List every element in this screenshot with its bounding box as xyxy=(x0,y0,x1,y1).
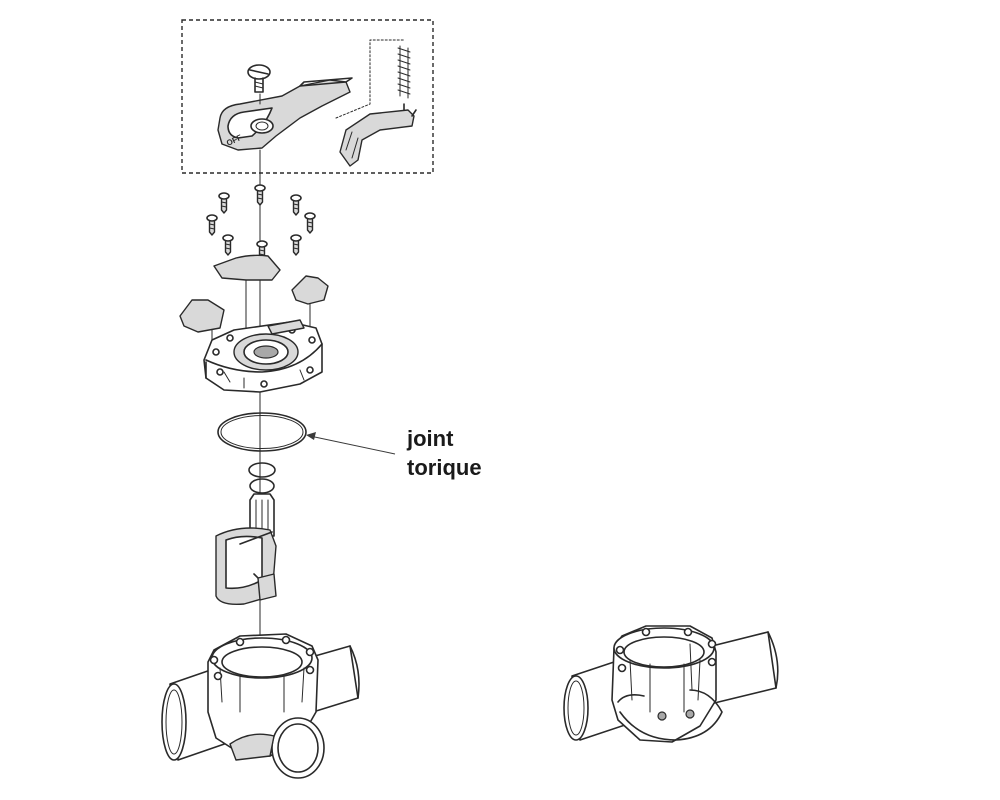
screw xyxy=(254,184,266,206)
screw xyxy=(290,234,302,256)
callout-leader xyxy=(306,432,396,455)
valve-body-assembled xyxy=(563,625,779,743)
indicator-label-top xyxy=(213,254,281,281)
lid-text-plate xyxy=(267,319,305,335)
screws xyxy=(206,184,316,262)
screw xyxy=(304,212,316,234)
o-ring-small xyxy=(248,462,276,494)
valve-body xyxy=(161,633,360,779)
handle-latch xyxy=(339,103,417,167)
handle-dashed-box xyxy=(181,19,434,174)
diverter xyxy=(215,493,277,606)
valve-lid xyxy=(203,319,323,393)
handle-spring xyxy=(397,45,411,99)
callout-line-2: torique xyxy=(407,455,482,480)
handle-assembly: OFF xyxy=(181,19,434,174)
callout-line-1: joint xyxy=(407,426,454,451)
screw xyxy=(218,192,230,214)
indicator-label-left xyxy=(179,299,225,333)
screw xyxy=(206,214,218,236)
o-ring-large xyxy=(217,412,307,452)
screw xyxy=(222,234,234,256)
indicator-label-right xyxy=(291,275,329,305)
o-ring-callout-label: joint torique xyxy=(407,424,482,482)
screw xyxy=(290,194,302,216)
handle-knob-screw xyxy=(247,64,271,93)
handle-lever: OFF xyxy=(217,77,353,151)
